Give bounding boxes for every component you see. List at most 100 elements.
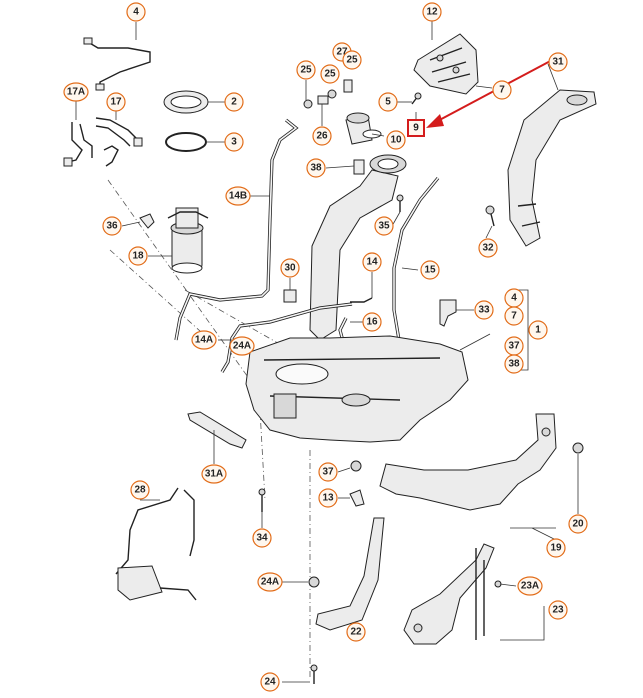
callout-c22: 22: [346, 622, 366, 642]
callout-c37b: 37: [318, 462, 338, 482]
callout-circle: [568, 514, 588, 534]
callout-circle: [504, 354, 524, 374]
callout-circle: [224, 132, 244, 152]
callout-circle: [422, 2, 442, 22]
callout-circle: [374, 216, 394, 236]
callout-circle: [504, 306, 524, 326]
callout-number: 17A: [67, 87, 85, 98]
part-2-ring: [163, 90, 209, 114]
callout-c18: 18: [128, 246, 148, 266]
callout-number: 3: [231, 137, 237, 148]
callout-c3: 3: [224, 132, 244, 152]
callout-number: 31: [552, 57, 564, 68]
callout-number: 14B: [229, 191, 247, 202]
callout-number: 17: [110, 97, 122, 108]
callout-c23: 23: [548, 600, 568, 620]
callout-c7b: 7: [504, 306, 524, 326]
callout-number: 25: [346, 55, 358, 66]
callout-number: 30: [284, 263, 296, 274]
callout-circle: [252, 528, 272, 548]
callout-circle: [229, 336, 255, 356]
callout-number: 4: [511, 293, 517, 304]
callout-c38b: 38: [504, 354, 524, 374]
callout-c14b: 14B: [225, 186, 251, 206]
callout-circle: [546, 538, 566, 558]
part-20-nut: [572, 442, 584, 454]
callout-circle: [318, 488, 338, 508]
callout-circle: [296, 60, 316, 80]
callout-c17: 17: [106, 92, 126, 112]
callout-circle: [128, 246, 148, 266]
callout-number: 4: [133, 7, 139, 18]
part-28-harness: [115, 487, 197, 601]
callout-circle: [346, 622, 366, 642]
callout-circle: [362, 252, 382, 272]
callout-number: 13: [322, 493, 334, 504]
callout-circle: [492, 80, 512, 100]
hose-14a: [220, 302, 353, 373]
callout-number: 24A: [233, 341, 251, 352]
callout-c23a: 23A: [517, 576, 543, 596]
callout-circle: [548, 52, 568, 72]
callout-number: 14A: [195, 335, 213, 346]
callout-circle: [63, 82, 89, 102]
callout-c31: 31: [548, 52, 568, 72]
callout-circle: [257, 572, 283, 592]
callout-circle: [528, 320, 548, 340]
part-4-wire: [83, 37, 151, 91]
callout-circle: [306, 158, 326, 178]
callout-number: 33: [478, 305, 490, 316]
callout-number: 26: [316, 131, 328, 142]
callout-number: 38: [310, 163, 322, 174]
callout-c38a: 38: [306, 158, 326, 178]
callout-c25c: 25: [342, 50, 362, 70]
callout-c10: 10: [386, 130, 406, 150]
callout-circle: [191, 330, 217, 350]
callout-c17a: 17A: [63, 82, 89, 102]
callout-circle: [362, 312, 382, 332]
callout-c15: 15: [420, 260, 440, 280]
callout-number: 19: [550, 543, 562, 554]
callout-circle: [106, 92, 126, 112]
part-33-sensor: [439, 299, 457, 327]
callout-circle: [386, 130, 406, 150]
callout-c16: 16: [362, 312, 382, 332]
callout-c5: 5: [378, 92, 398, 112]
callout-number: 25: [300, 65, 312, 76]
part-22-strap: [315, 517, 385, 631]
callout-number: 7: [499, 85, 505, 96]
callout-number: 23A: [521, 581, 539, 592]
callout-number: 24A: [261, 577, 279, 588]
callout-circle: [342, 50, 362, 70]
part-34-bolt: [258, 488, 266, 512]
part-31a-strip: [187, 411, 247, 449]
part-25-26-27-small: [303, 79, 353, 109]
callout-c30: 30: [280, 258, 300, 278]
fuel-tank: [245, 335, 469, 443]
callout-c19: 19: [546, 538, 566, 558]
callout-number: 37: [508, 341, 520, 352]
callout-c7a: 7: [492, 80, 512, 100]
callout-c1: 1: [528, 320, 548, 340]
callout-c34: 34: [252, 528, 272, 548]
callout-number: 5: [385, 97, 391, 108]
callout-c33: 33: [474, 300, 494, 320]
callout-circle: [378, 92, 398, 112]
callout-c24a1: 24A: [229, 336, 255, 356]
callout-circle: [260, 672, 280, 692]
callout-c32: 32: [478, 238, 498, 258]
callout-circle: [420, 260, 440, 280]
part-38-clip: [353, 159, 365, 175]
callout-circle: [318, 462, 338, 482]
callout-number: 22: [350, 627, 362, 638]
callout-c24a2: 24A: [257, 572, 283, 592]
callout-c4: 4: [126, 2, 146, 22]
callout-c14a: 14A: [191, 330, 217, 350]
callout-circle: [126, 2, 146, 22]
callout-c13: 13: [318, 488, 338, 508]
line-14: [350, 297, 373, 303]
callout-circle: [478, 238, 498, 258]
part-35-bolt: [396, 194, 404, 212]
